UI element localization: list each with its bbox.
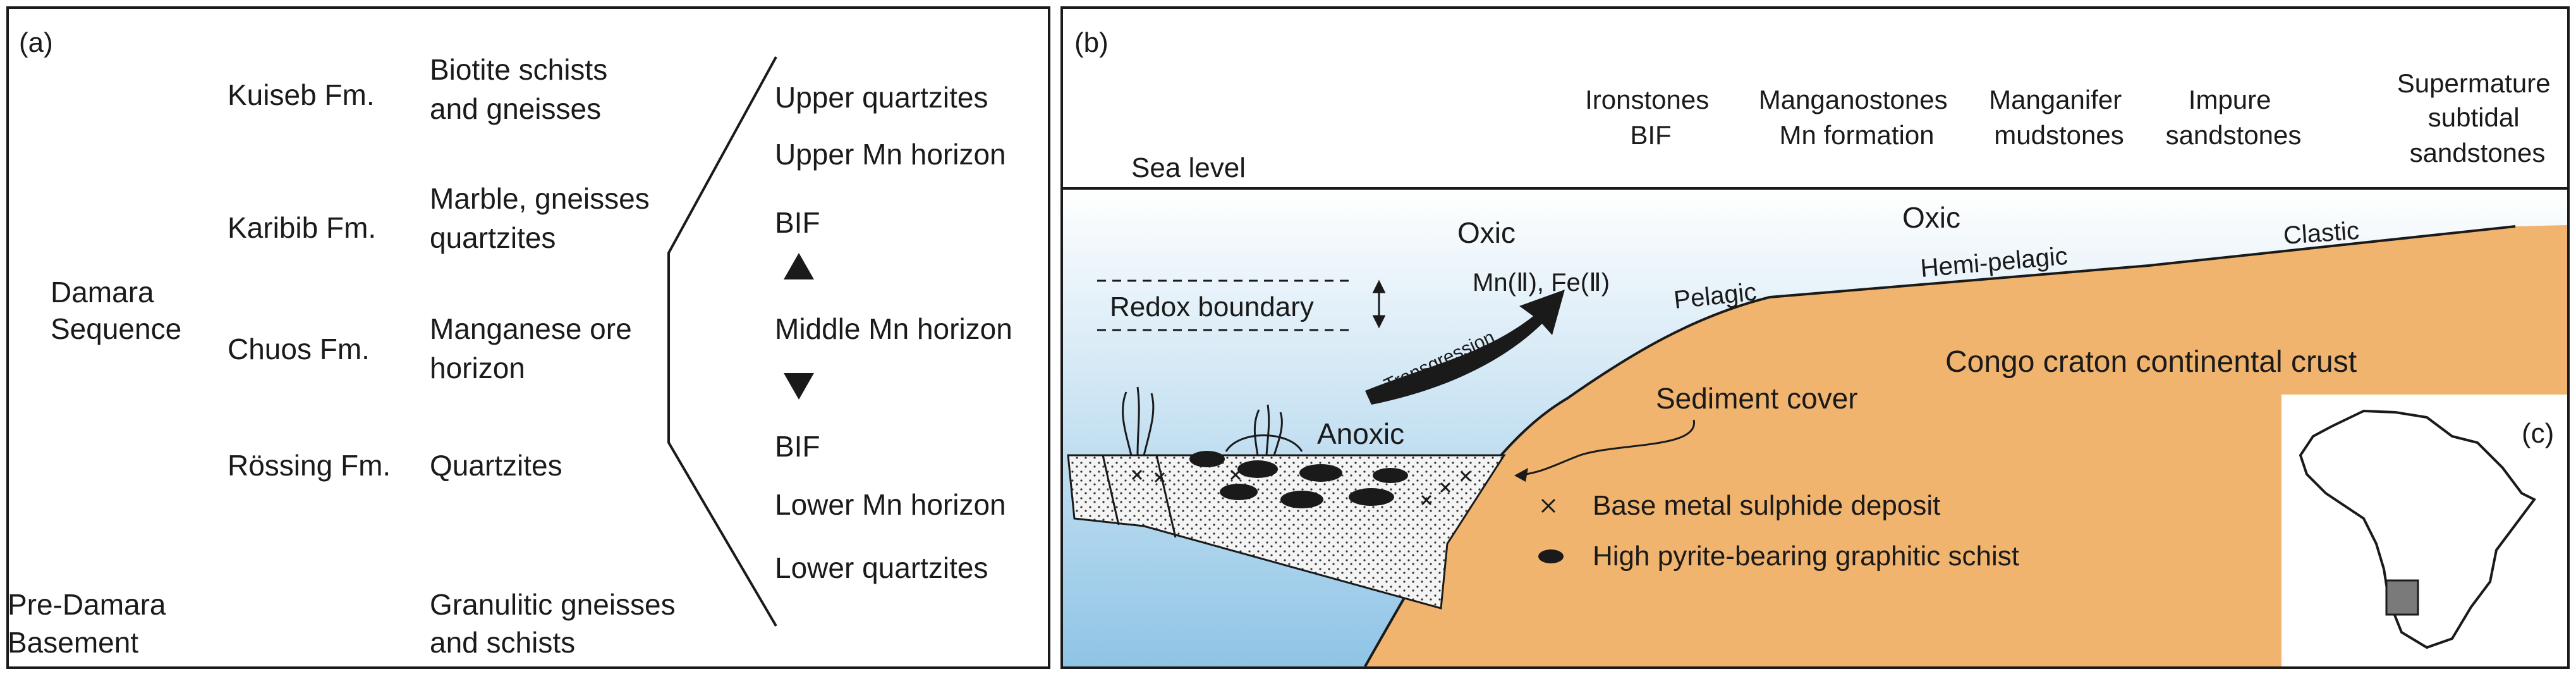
- schist-lens: [1280, 491, 1323, 508]
- schist-lens: [1373, 468, 1408, 483]
- panel-a-frame: [6, 6, 1050, 669]
- fault-line-2: [1155, 455, 1177, 538]
- lithology-chuos: Manganese ore horizon: [430, 312, 640, 384]
- column-upper-mn: Upper Mn horizon: [775, 138, 1006, 171]
- schist-lens: [1237, 460, 1278, 478]
- damara-sequence-label: Damara Sequence: [51, 276, 181, 345]
- leader-arrowhead-icon: [1514, 468, 1528, 482]
- seaweed-icons: [1122, 386, 1303, 456]
- study-area-box: [2385, 579, 2419, 616]
- arrow-down-icon: [784, 373, 814, 400]
- panel-c: (c): [2281, 395, 2567, 666]
- clastic-label: Clastic: [2283, 217, 2360, 250]
- column-upper-quartzites: Upper quartzites: [775, 81, 988, 114]
- sediment-cover-label: Sediment cover: [1656, 382, 1858, 415]
- header-ironstones: Ironstones BIF: [1585, 85, 1716, 150]
- lithology-rossing: Quartzites: [430, 449, 562, 482]
- column-bif-lower: BIF: [775, 430, 820, 463]
- fault-line-1: [1102, 455, 1120, 525]
- header-manganostones: Manganostones Mn formation: [1759, 85, 1955, 150]
- formation-kuiseb: Kuiseb Fm.: [228, 78, 375, 111]
- sediment-cover-leader: [1516, 419, 1695, 477]
- sediment-wedge: [1067, 454, 1506, 610]
- header-manganifer: Manganifer mudstones: [1989, 85, 2129, 150]
- lithology-karibib: Marble, gneisses quartzites: [430, 182, 658, 254]
- column-bracket: [667, 56, 777, 627]
- pre-damara-label: Pre-Damara Basement: [8, 588, 174, 659]
- schist-lens: [1349, 488, 1394, 506]
- redox-double-arrow-icon: [1372, 279, 1386, 329]
- legend-sulphide-label: Base metal sulphide deposit: [1593, 490, 1940, 521]
- arrow-up-icon: [784, 253, 814, 279]
- header-impure: Impure sandstones: [2166, 85, 2302, 150]
- legend-cross-icon: [1541, 498, 1556, 513]
- formation-rossing: Rössing Fm.: [228, 449, 391, 482]
- anoxic-label: Anoxic: [1317, 417, 1404, 450]
- column-lower-quartzites: Lower quartzites: [775, 551, 988, 584]
- lithology-basement: Granulitic gneisses and schists: [430, 588, 683, 659]
- schist-lens: [1299, 464, 1342, 482]
- damara-sequence-line2: Sequence: [51, 312, 181, 345]
- panel-b-label: (b): [1074, 27, 1109, 58]
- formation-chuos: Chuos Fm.: [228, 333, 370, 365]
- panel-a: (a) Damara Sequence Kuiseb Fm. Karibib F…: [6, 6, 1050, 669]
- header-supermature: Supermature subtidal sandstones: [2397, 68, 2558, 168]
- column-bif-upper: BIF: [775, 206, 820, 239]
- sea-level-label: Sea level: [1131, 152, 1246, 183]
- congo-craton-crust: [1365, 225, 2567, 666]
- damara-sequence-line1: Damara: [51, 276, 154, 309]
- formation-karibib: Karibib Fm.: [228, 211, 376, 244]
- mn-fe-label: Mn(Ⅱ), Fe(Ⅱ): [1473, 269, 1610, 297]
- legend-schist-label: High pyrite-bearing graphitic schist: [1593, 541, 2019, 572]
- oxic-right-label: Oxic: [1902, 201, 1960, 234]
- column-lower-mn: Lower Mn horizon: [775, 488, 1006, 521]
- panel-a-label: (a): [19, 27, 53, 58]
- lithology-kuiseb: Biotite schists and gneisses: [430, 53, 616, 125]
- crust-label: Congo craton continental crust: [1945, 345, 2357, 379]
- panel-c-label: (c): [2522, 418, 2554, 449]
- sulphide-crosses: [1131, 469, 1471, 506]
- legend-lens-icon: [1538, 549, 1564, 563]
- schist-lens: [1220, 484, 1258, 500]
- column-middle-mn: Middle Mn horizon: [775, 312, 1012, 345]
- transgression-arrow-icon: [1365, 290, 1565, 405]
- africa-map-outline: [2299, 409, 2537, 649]
- oxic-left-label: Oxic: [1457, 216, 1516, 249]
- schist-lens: [1189, 451, 1225, 467]
- redox-boundary-label: Redox boundary: [1110, 291, 1314, 322]
